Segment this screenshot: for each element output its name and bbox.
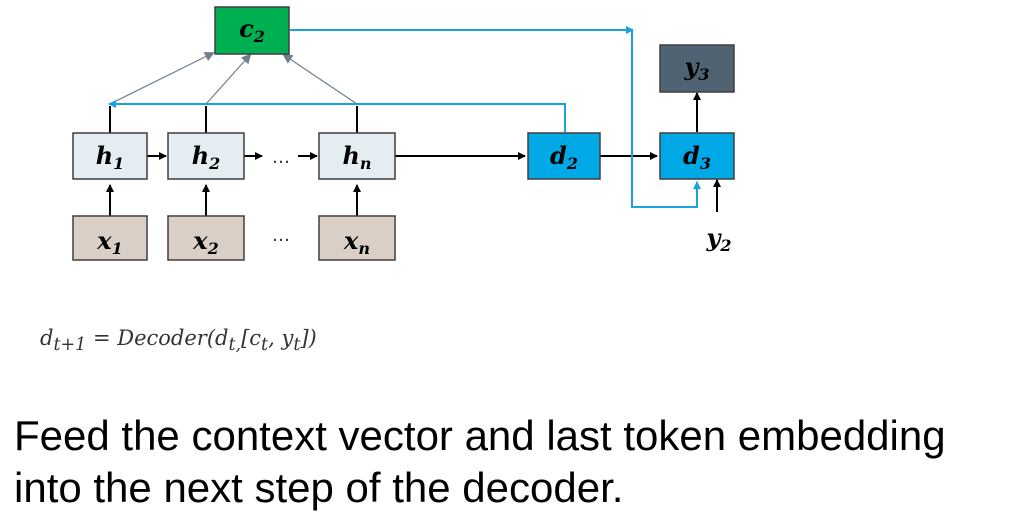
node-d2 (527, 132, 601, 180)
label-x2: x2 (192, 226, 218, 258)
label-d3: d3 (683, 141, 711, 173)
seq2seq-attention-diagram: x1 x2 xn h1 h2 hn c2 d2 d3 y3 y2 … … (72, 6, 735, 261)
node-hn (318, 132, 396, 180)
ellipsis-hidden: … (272, 147, 290, 168)
caption-text: Feed the context vector and last token e… (14, 412, 946, 511)
label-hn: hn (342, 141, 371, 173)
node-d3 (659, 132, 735, 180)
node-y3 (659, 44, 735, 93)
node-xn (318, 215, 396, 261)
node-labels: x1 x2 xn h1 h2 hn c2 d2 d3 y3 y2 … … (96, 14, 732, 258)
node-h1 (72, 132, 148, 180)
label-h1: h1 (96, 141, 125, 173)
node-x1 (72, 215, 148, 261)
node-c2 (214, 6, 290, 55)
nodes (72, 6, 735, 261)
node-x2 (167, 215, 245, 261)
context-c2-d3 (290, 29, 701, 208)
label-d2: d2 (550, 141, 578, 173)
node-h2 (167, 132, 245, 180)
attention-query-d2 (108, 100, 566, 132)
connectors (106, 26, 721, 216)
attention-h2-c2 (205, 53, 252, 105)
label-c2: c2 (239, 14, 265, 46)
decoder-equation: dt+1 = Decoder(dt,[ct, yt]) (40, 326, 317, 356)
label-y2: y2 (705, 223, 731, 255)
label-xn: xn (343, 226, 370, 258)
label-x1: x1 (96, 226, 122, 258)
ellipsis-inputs: … (272, 225, 290, 246)
attention-h1-c2 (109, 52, 215, 105)
label-y3: y3 (683, 52, 709, 84)
label-h2: h2 (192, 141, 221, 173)
attention-hn-c2 (282, 53, 358, 105)
